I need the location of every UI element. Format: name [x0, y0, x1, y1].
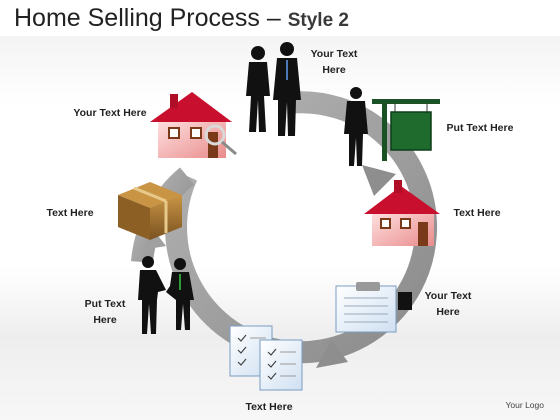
label-top: Your Text Here	[310, 48, 358, 76]
label-mid-right: Text Here	[453, 207, 501, 219]
house-icon	[364, 180, 440, 246]
label-upper-right: Put Text Here	[446, 122, 514, 134]
label-bottom: Text Here	[245, 401, 293, 413]
logo-text: Your Logo	[505, 400, 544, 410]
slide-title: Home Selling Process – Style 2	[14, 4, 349, 33]
title-separator: –	[259, 4, 288, 32]
clipboard-notes-icon	[335, 282, 412, 333]
label-upper-left: Your Text Here	[73, 107, 147, 119]
title-main: Home Selling Process	[14, 4, 260, 32]
agent-with-sign-icon	[344, 87, 440, 166]
handshake-icon	[138, 256, 194, 334]
title-style: Style 2	[287, 10, 349, 31]
couple-silhouette-icon	[246, 42, 301, 136]
label-lower-right: Your Text Here	[424, 290, 472, 318]
label-lower-left: Put Text Here	[84, 298, 126, 326]
house-magnifier-icon	[150, 92, 237, 158]
label-mid-left: Text Here	[46, 207, 94, 219]
checklist-documents-icon	[229, 325, 303, 391]
moving-box-icon	[118, 182, 182, 240]
